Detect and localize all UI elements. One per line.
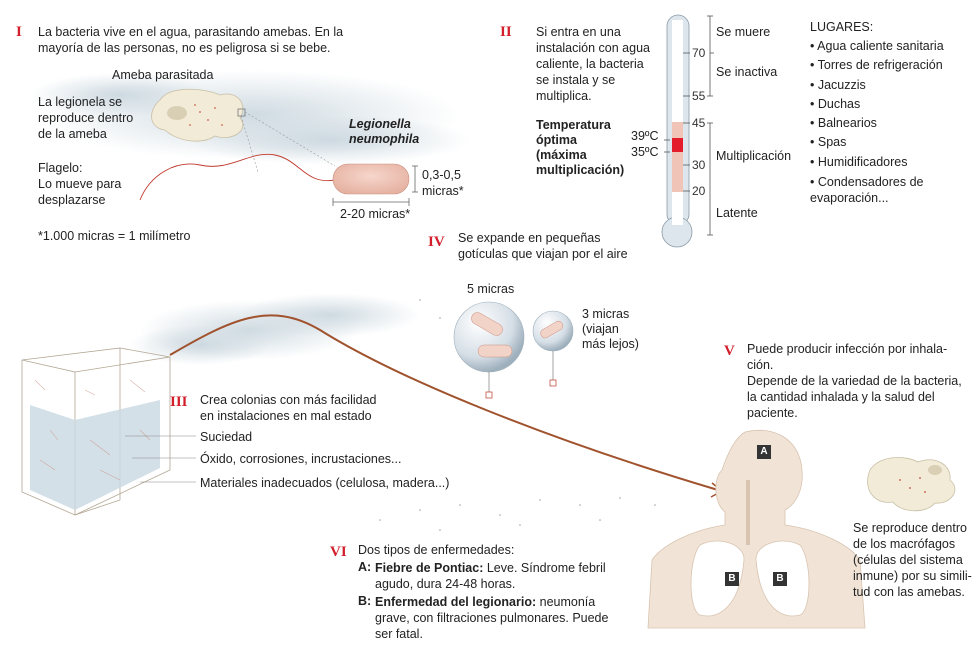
zone-multiplicacion: Multiplicación: [716, 149, 792, 163]
tick-45: 45: [692, 116, 706, 130]
badge-b-left: B: [725, 572, 739, 586]
droplet-5-label: 5 micras: [467, 282, 515, 296]
droplet-3-micras: [532, 310, 574, 387]
macrophage-text: Se reproduce dentro de los macrófagos (c…: [853, 521, 972, 599]
water-tank: [21, 347, 196, 516]
droplet-3-label: 3 micras (viajan más lejos): [582, 307, 639, 351]
length-label: 2-20 micras*: [340, 207, 411, 221]
disease-a-title: Fiebre de Pontiac:: [375, 561, 484, 575]
item-materiales: Materiales inadecuados (celulosa, madera…: [200, 476, 450, 490]
reproduce-label: La legionela se reproduce dentro de la a…: [38, 95, 134, 141]
section-numeral-5: V: [724, 343, 735, 359]
item-suciedad: Suciedad: [200, 430, 253, 444]
optimal-temperature-label: Temperatura óptima (máxima multiplicació…: [536, 118, 625, 177]
trajectory-line: [169, 314, 719, 491]
aerosol-mist: [130, 293, 420, 365]
disease-b: B: Enfermedad del legionario: neumonía g…: [358, 594, 648, 642]
ameba-label: Ameba parasitada: [112, 68, 214, 82]
flagelo-label: Flagelo: Lo mueve para desplazarse: [38, 161, 122, 207]
tick-55: 55: [692, 89, 706, 103]
human-torso: [647, 429, 866, 629]
diseases-intro: Dos tipos de enfermedades:: [358, 543, 515, 557]
thermometer: [661, 14, 714, 248]
disease-b-text: neumonía grave, con filtraciones pulmona…: [375, 595, 609, 641]
legionella-bacterium: [139, 153, 418, 206]
place-item: Torres de refrigeración: [810, 56, 975, 75]
section-numeral-3: III: [170, 394, 188, 410]
section5-text: Puede producir infección por inhala- ció…: [747, 342, 962, 420]
zone-se-inactiva: Se inactiva: [716, 65, 778, 79]
macrophage: [867, 457, 956, 512]
disease-a-text: Leve. Síndrome febril agudo, dura 24-48 …: [375, 561, 606, 591]
section4-text: Se expande en pequeñas gotículas que via…: [458, 231, 628, 261]
place-item: Condensadores de evaporación...: [810, 172, 975, 206]
place-item: Agua caliente sanitaria: [810, 37, 975, 56]
places-title: LUGARES:: [810, 20, 874, 34]
disease-b-letter: B:: [358, 594, 372, 608]
section1-intro: La bacteria vive en el agua, parasitando…: [38, 25, 344, 55]
disease-b-desc: Enfermedad del legionario: neumonía grav…: [375, 594, 608, 642]
tick-20: 20: [692, 184, 706, 198]
badge-b-right: B: [773, 572, 787, 586]
disease-a: A: Fiebre de Pontiac: Leve. Síndrome feb…: [358, 560, 648, 592]
disease-a-letter: A:: [358, 560, 372, 574]
place-item: Humidificadores: [810, 153, 975, 172]
zone-latente: Latente: [716, 206, 758, 220]
species-name-1: Legionella: [349, 117, 411, 131]
place-item: Duchas: [810, 95, 975, 114]
disease-b-title: Enfermedad del legionario:: [375, 595, 537, 609]
tick-70: 70: [692, 46, 706, 60]
species-name-2: neumophila: [349, 132, 420, 146]
place-item: Jacuzzis: [810, 76, 975, 95]
tick-30: 30: [692, 158, 706, 172]
badge-a: A: [757, 445, 771, 459]
disease-a-desc: Fiebre de Pontiac: Leve. Síndrome febril…: [375, 560, 606, 592]
section-numeral-4: IV: [428, 234, 445, 250]
temp-35: 35ºC: [631, 145, 659, 159]
section-numeral-6: VI: [330, 544, 347, 560]
section-numeral-1: I: [16, 24, 22, 40]
footnote: *1.000 micras = 1 milímetro: [38, 229, 191, 243]
section2-text: Si entra en una instalación con agua cal…: [536, 25, 650, 103]
zone-se-muere: Se muere: [716, 25, 771, 39]
temp-39: 39ºC: [631, 129, 659, 143]
section-numeral-2: II: [500, 24, 512, 40]
diseases-block: Dos tipos de enfermedades: A: Fiebre de …: [358, 542, 648, 642]
width-label: 0,3-0,5 micras*: [422, 168, 464, 198]
ameba-illustration: [151, 88, 336, 173]
section3-text: Crea colonias con más facilidad en insta…: [200, 393, 377, 423]
droplet-5-micras: [453, 301, 525, 399]
place-item: Balnearios: [810, 114, 975, 133]
place-item: Spas: [810, 133, 975, 152]
item-oxido: Óxido, corrosiones, incrustaciones...: [200, 452, 402, 466]
particle-spray: [379, 299, 656, 531]
places-list: Agua caliente sanitaria Torres de refrig…: [810, 37, 975, 206]
